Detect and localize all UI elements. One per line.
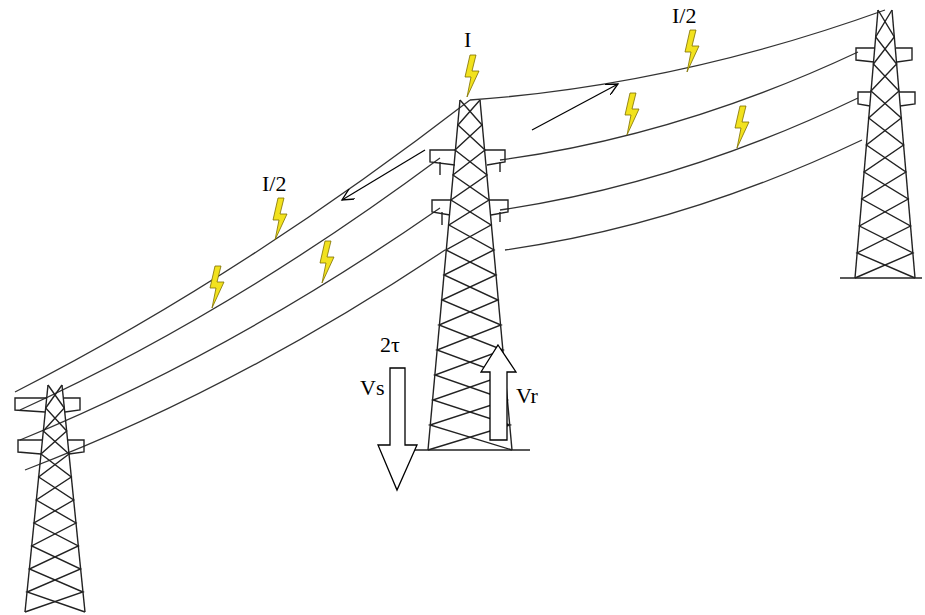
voltage-arrows (378, 345, 516, 490)
voltage-label: Vr (516, 384, 538, 408)
lightning-strokes (210, 30, 749, 308)
current-arrows (342, 84, 618, 200)
current-label: I/2 (672, 4, 696, 28)
current-label: I (464, 28, 471, 52)
right-tower (840, 10, 922, 278)
middle-tower (410, 100, 530, 450)
left-tower (15, 385, 85, 612)
conductors (15, 10, 885, 470)
current-label: I/2 (262, 172, 286, 196)
voltage-label: Vs (360, 376, 384, 400)
time-label: 2τ (380, 333, 400, 357)
